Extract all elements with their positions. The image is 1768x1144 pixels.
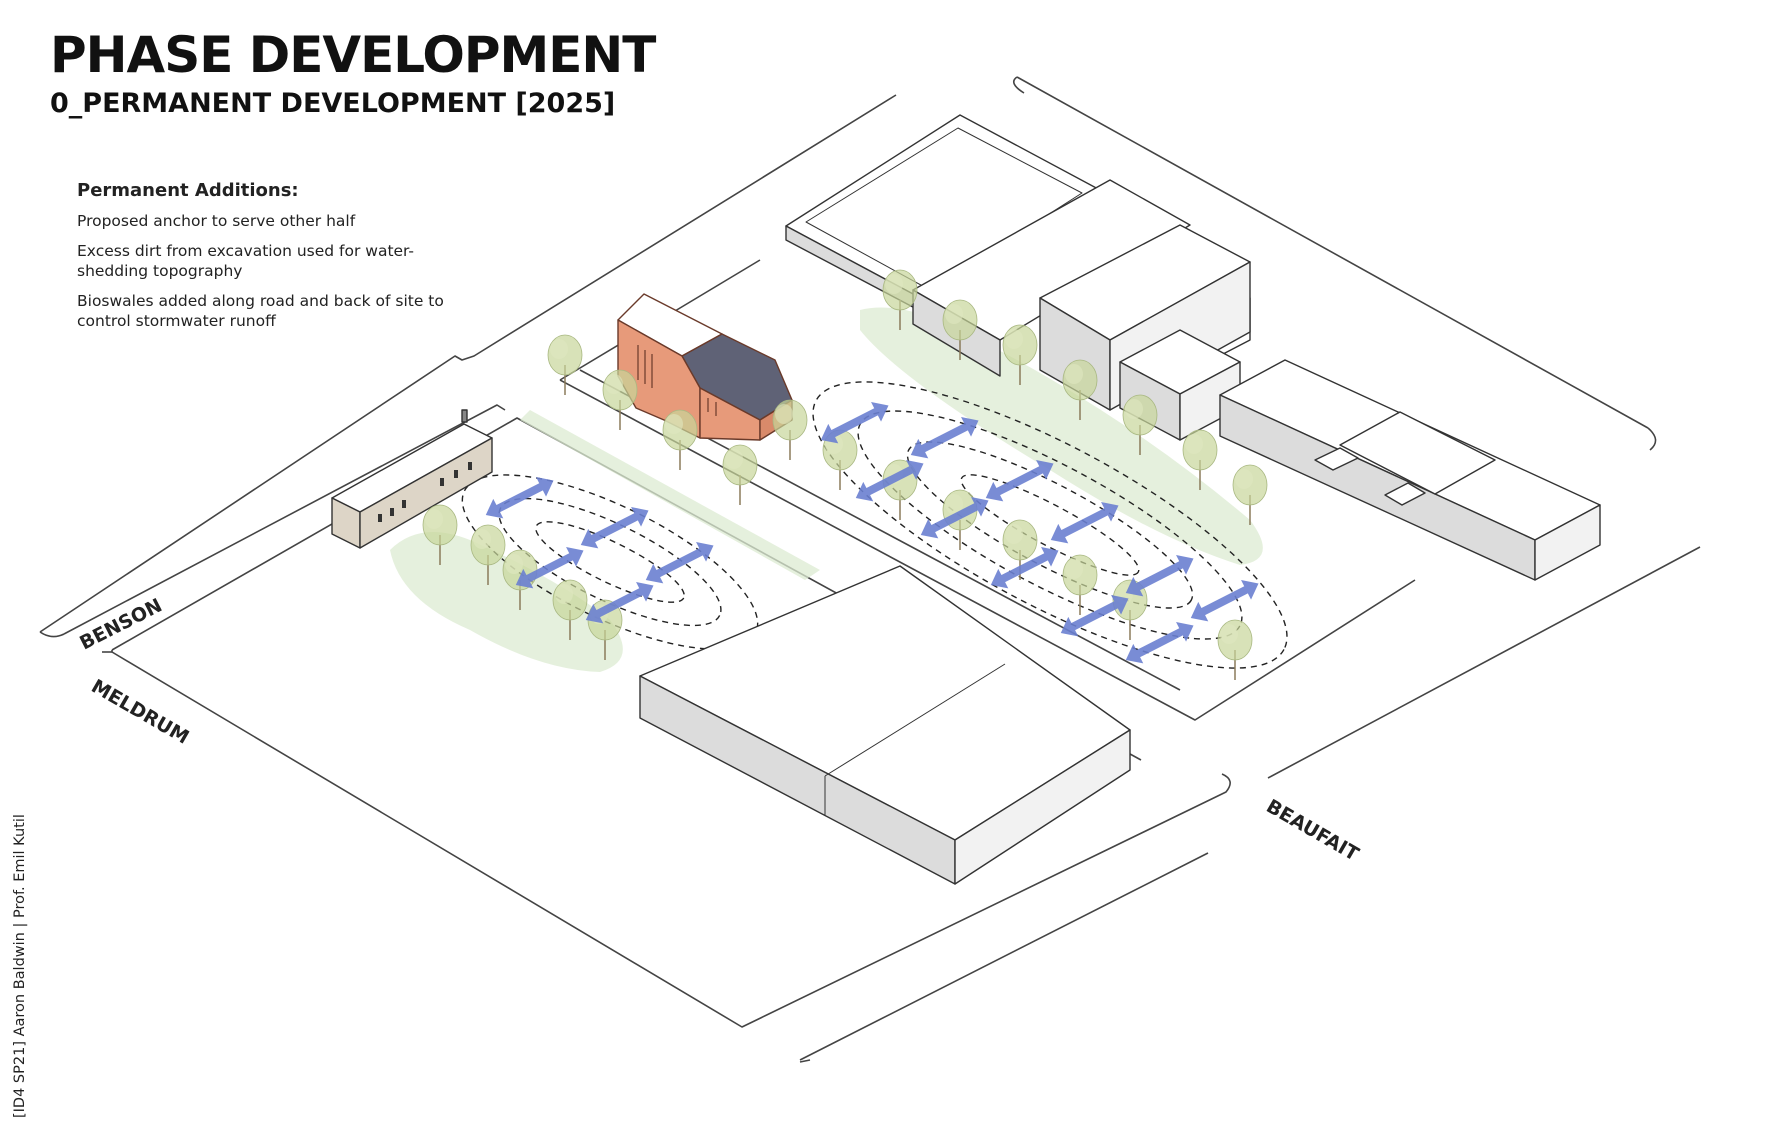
contour (812, 381, 1288, 669)
bioswales (390, 307, 1263, 672)
bioswale-west (390, 532, 623, 672)
page-title: PHASE DEVELOPMENT (50, 26, 656, 84)
south-corner-curb (799, 852, 1209, 1061)
tree-icon (662, 409, 698, 471)
proposed-anchor-building (617, 293, 793, 441)
contour (535, 521, 685, 603)
contour (960, 474, 1140, 576)
tree-icon (602, 369, 638, 431)
west-corner-curb (39, 631, 65, 638)
legend-item: Excess dirt from excavation used for wat… (77, 242, 415, 280)
bioswale-east (860, 307, 1263, 565)
legend-item: Proposed anchor to serve other half (77, 212, 356, 230)
existing-warehouse-south (639, 565, 1131, 885)
credit-line: [ID4 SP21] Aaron Baldwin | Prof. Emil Ku… (12, 814, 28, 1118)
bioswale-median (520, 410, 820, 580)
legend-item: Bioswales added along road and back of s… (77, 292, 444, 330)
tree-icon (772, 399, 808, 461)
beaufait-edge (1267, 546, 1701, 779)
tree-icon (547, 334, 583, 396)
existing-warehouse-east (785, 114, 1601, 581)
block-a-outline (63, 404, 506, 635)
flow-arrow-icon (480, 470, 559, 525)
east-block-edge (1016, 76, 1649, 429)
legend-heading: Permanent Additions: (77, 180, 299, 201)
tree-icon (1217, 619, 1253, 681)
street-label-meldrum: MELDRUM (88, 675, 193, 748)
legend: Permanent Additions: Proposed anchor to … (77, 180, 477, 341)
tree-icon (1062, 554, 1098, 616)
east-corner-curb (1647, 427, 1657, 451)
page-subtitle: 0_PERMANENT DEVELOPMENT [2025] (50, 88, 616, 119)
site-boundary-south (111, 650, 1231, 1028)
north-block-edge (39, 94, 897, 633)
tree-icon (722, 444, 758, 506)
contour (906, 441, 1194, 609)
north-corner-curb (1012, 76, 1025, 94)
street-label-beaufait: BEAUFAIT (1263, 795, 1363, 865)
bottom-left-street (799, 1059, 811, 1063)
existing-building-west (331, 409, 493, 549)
flow-arrow-icon (575, 500, 654, 555)
flow-arrow-icon (1120, 615, 1199, 670)
